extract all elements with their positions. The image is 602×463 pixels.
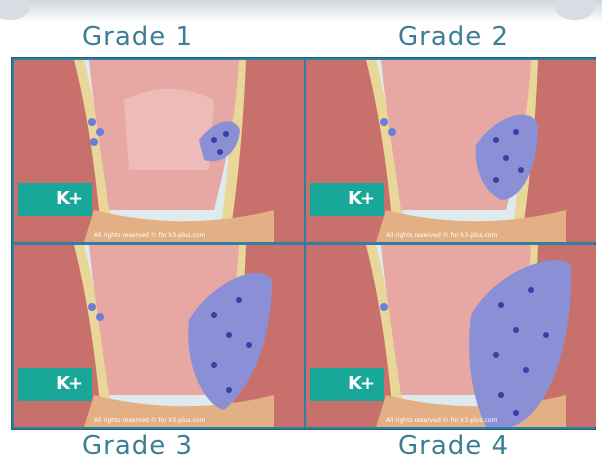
k-plus-logo: K+ xyxy=(18,183,92,216)
cropped-header xyxy=(0,0,602,22)
k-plus-logo: K+ xyxy=(18,368,92,401)
logo-mark: K+ xyxy=(348,373,373,394)
copyright-text: All rights reserved © for k3-plus.com xyxy=(386,417,497,424)
copyright-text: All rights reserved © for k3-plus.com xyxy=(94,232,205,239)
k-plus-logo: K+ xyxy=(310,183,384,216)
grade-4-label: Grade 4 xyxy=(398,431,509,461)
grade-3-illustration: K+ All rights reserved © for k3-plus.com xyxy=(14,245,304,427)
grade-4-illustration: K+ All rights reserved © for k3-plus.com xyxy=(306,245,596,427)
header-decoration xyxy=(0,0,30,20)
header-decoration xyxy=(555,0,595,20)
diagram-frame: K+ All rights reserved © for k3-plus.com… xyxy=(11,57,596,430)
logo-mark: K+ xyxy=(348,188,373,209)
copyright-text: All rights reserved © for k3-plus.com xyxy=(386,232,497,239)
k-plus-logo: K+ xyxy=(310,368,384,401)
logo-mark: K+ xyxy=(56,188,81,209)
grade-2-label: Grade 2 xyxy=(398,22,509,52)
grade-3-label: Grade 3 xyxy=(82,431,193,461)
grade-1-label: Grade 1 xyxy=(82,22,193,52)
copyright-text: All rights reserved © for k3-plus.com xyxy=(94,417,205,424)
grade-1-illustration: K+ All rights reserved © for k3-plus.com xyxy=(14,60,304,242)
logo-mark: K+ xyxy=(56,373,81,394)
grade-2-illustration: K+ All rights reserved © for k3-plus.com xyxy=(306,60,596,242)
